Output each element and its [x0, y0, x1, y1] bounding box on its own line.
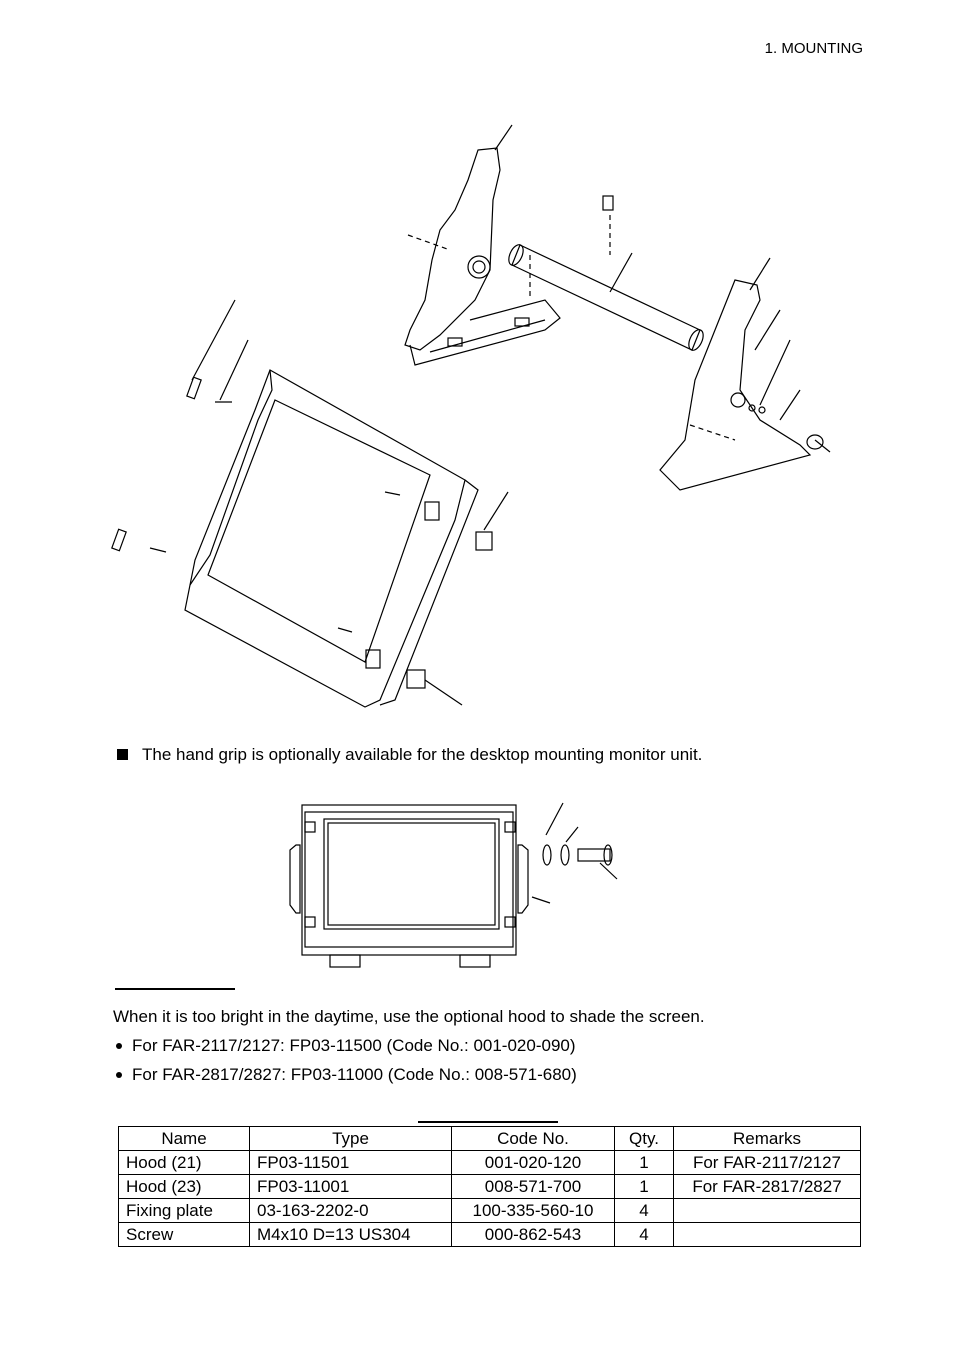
cell-type: FP03-11501	[249, 1150, 452, 1175]
col-header-name: Name	[118, 1126, 250, 1151]
cell-code: 100-335-560-10	[451, 1198, 615, 1223]
cell-type: 03-163-2202-0	[249, 1198, 452, 1223]
cell-type: FP03-11001	[249, 1174, 452, 1199]
table-row: Screw M4x10 D=13 US304 000-862-543 4	[118, 1222, 861, 1247]
handgrip-note: The hand grip is optionally available fo…	[142, 745, 703, 764]
cell-code: 000-862-543	[451, 1222, 615, 1247]
bullet-square	[117, 749, 128, 760]
col-header-type: Type	[249, 1126, 452, 1151]
cell-qty: 4	[614, 1198, 674, 1223]
col-header-qty: Qty.	[614, 1126, 674, 1151]
cell-name: Screw	[118, 1222, 250, 1247]
hood-item: For FAR-2817/2827: FP03-11000 (Code No.:…	[132, 1065, 577, 1084]
col-header-code: Code No.	[451, 1126, 615, 1151]
hand-grip-diagram	[289, 802, 618, 968]
left-bracket-illustration	[404, 124, 561, 366]
cell-code: 008-571-700	[451, 1174, 615, 1199]
table-header-row: Name Type Code No. Qty. Remarks	[118, 1126, 861, 1151]
section-underline	[115, 988, 235, 990]
table-row: Hood (23) FP03-11001 008-571-700 1 For F…	[118, 1174, 861, 1199]
mounting-exploded-diagram	[111, 124, 831, 708]
cell-name: Hood (21)	[118, 1150, 250, 1175]
cell-name: Hood (23)	[118, 1174, 250, 1199]
table-title-underline	[418, 1121, 558, 1123]
hood-item: For FAR-2117/2127: FP03-11500 (Code No.:…	[132, 1036, 576, 1055]
cell-type: M4x10 D=13 US304	[249, 1222, 452, 1247]
cell-remarks	[673, 1222, 861, 1247]
cell-remarks	[673, 1198, 861, 1223]
hood-parts-table: Name Type Code No. Qty. Remarks Hood (21…	[118, 1126, 861, 1247]
cell-qty: 1	[614, 1150, 674, 1175]
cell-qty: 1	[614, 1174, 674, 1199]
cell-name: Fixing plate	[118, 1198, 250, 1223]
table-row: Hood (21) FP03-11501 001-020-120 1 For F…	[118, 1150, 861, 1175]
hood-intro: When it is too bright in the daytime, us…	[113, 1007, 705, 1026]
cell-qty: 4	[614, 1222, 674, 1247]
cell-remarks: For FAR-2817/2827	[673, 1174, 861, 1199]
cell-remarks: For FAR-2117/2127	[673, 1150, 861, 1175]
bullet-dot	[116, 1072, 122, 1078]
monitor-illustration	[111, 299, 509, 708]
table-row: Fixing plate 03-163-2202-0 100-335-560-1…	[118, 1198, 861, 1223]
rod-illustration	[508, 195, 704, 351]
bullet-dot	[116, 1043, 122, 1049]
section-header: 1. MOUNTING	[764, 40, 863, 57]
cell-code: 001-020-120	[451, 1150, 615, 1175]
col-header-remarks: Remarks	[673, 1126, 861, 1151]
right-bracket-illustration	[659, 257, 831, 491]
